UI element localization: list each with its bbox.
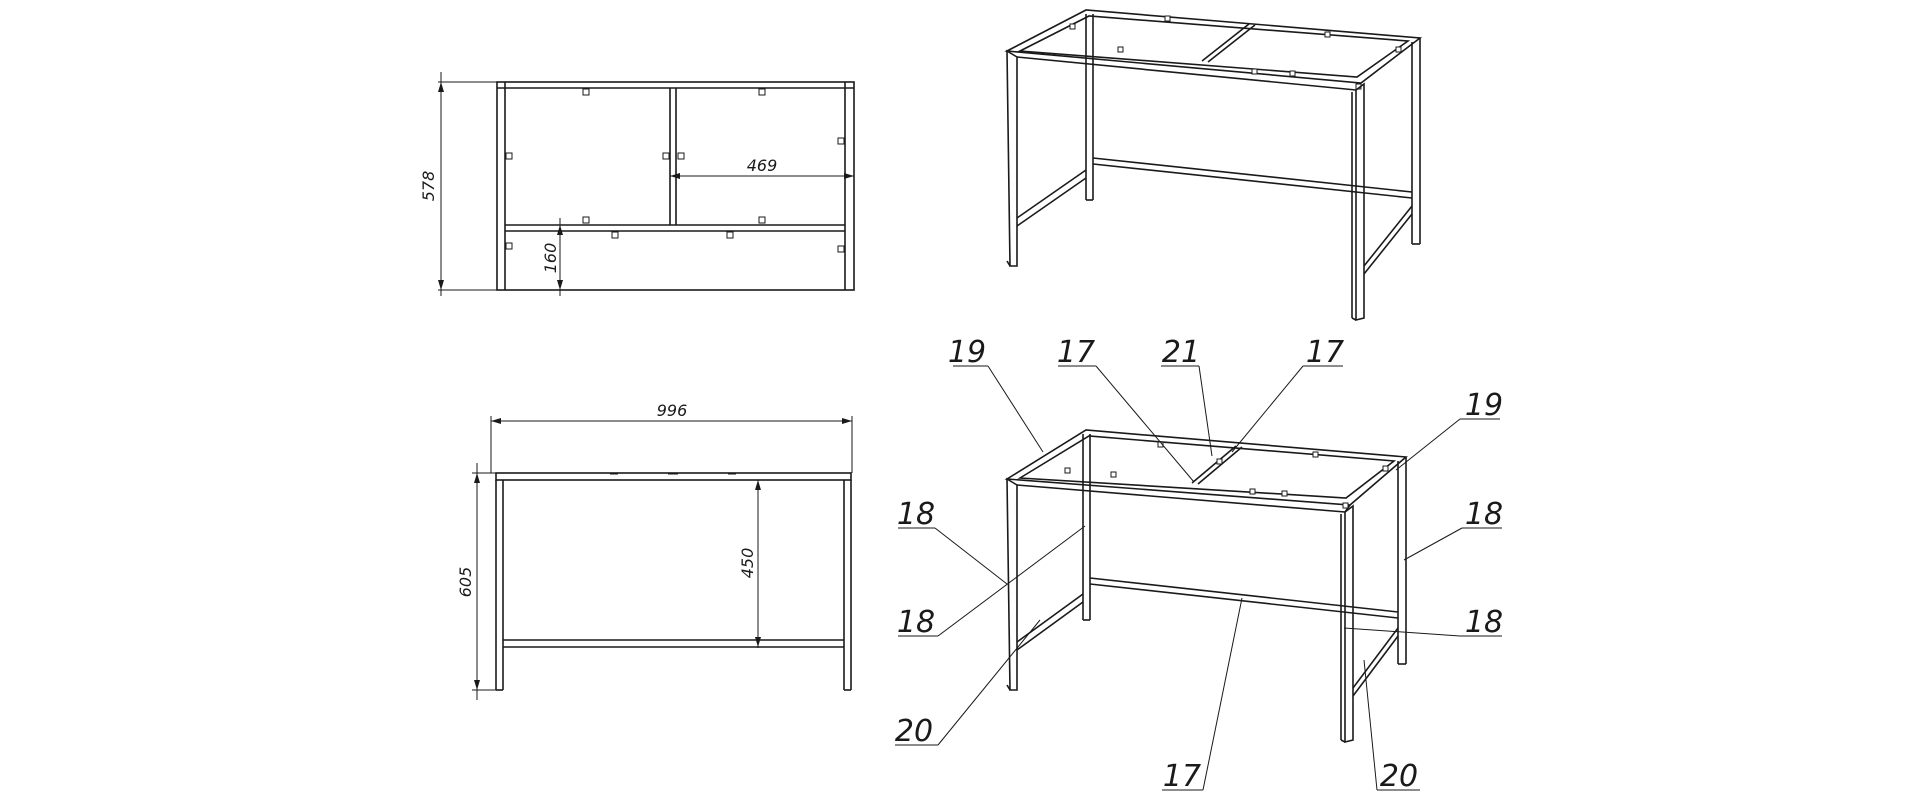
callout-18-right-lower: 18 <box>1465 605 1503 640</box>
dimension-605: 605 <box>456 463 496 700</box>
callout-21: 21 <box>1162 335 1200 370</box>
dimension-160: 160 <box>541 218 563 296</box>
callout-18-left-upper: 18 <box>897 497 935 532</box>
dimension-450-label: 450 <box>738 548 757 579</box>
dimension-160-label: 160 <box>541 243 560 274</box>
dimension-996: 996 <box>490 401 853 473</box>
callout-labels: 19 17 21 17 19 18 18 18 18 20 17 20 <box>895 335 1503 794</box>
dimension-469: 469 <box>670 156 854 179</box>
callout-20-right: 20 <box>1380 759 1418 794</box>
dimension-469-label: 469 <box>747 156 778 175</box>
callout-18-right-upper: 18 <box>1465 497 1503 532</box>
front-view <box>495 472 852 691</box>
callout-18-left-lower: 18 <box>897 605 935 640</box>
dimension-605-label: 605 <box>456 567 475 598</box>
dimension-450: 450 <box>738 480 761 648</box>
leader-lines <box>895 365 1502 791</box>
callout-19-right: 19 <box>1465 388 1503 423</box>
dimension-578-label: 578 <box>419 171 438 202</box>
top-view <box>496 81 855 291</box>
isometric-view-top <box>1004 9 1423 322</box>
callout-17-right: 17 <box>1306 335 1344 370</box>
callout-17-left: 17 <box>1057 335 1095 370</box>
isometric-view-callouts <box>1004 429 1408 744</box>
dimension-578: 578 <box>419 72 565 296</box>
callout-20-left: 20 <box>895 714 933 749</box>
callout-17-bottom: 17 <box>1163 759 1201 794</box>
dimension-996-label: 996 <box>657 401 688 420</box>
callout-19-top-left: 19 <box>948 335 986 370</box>
